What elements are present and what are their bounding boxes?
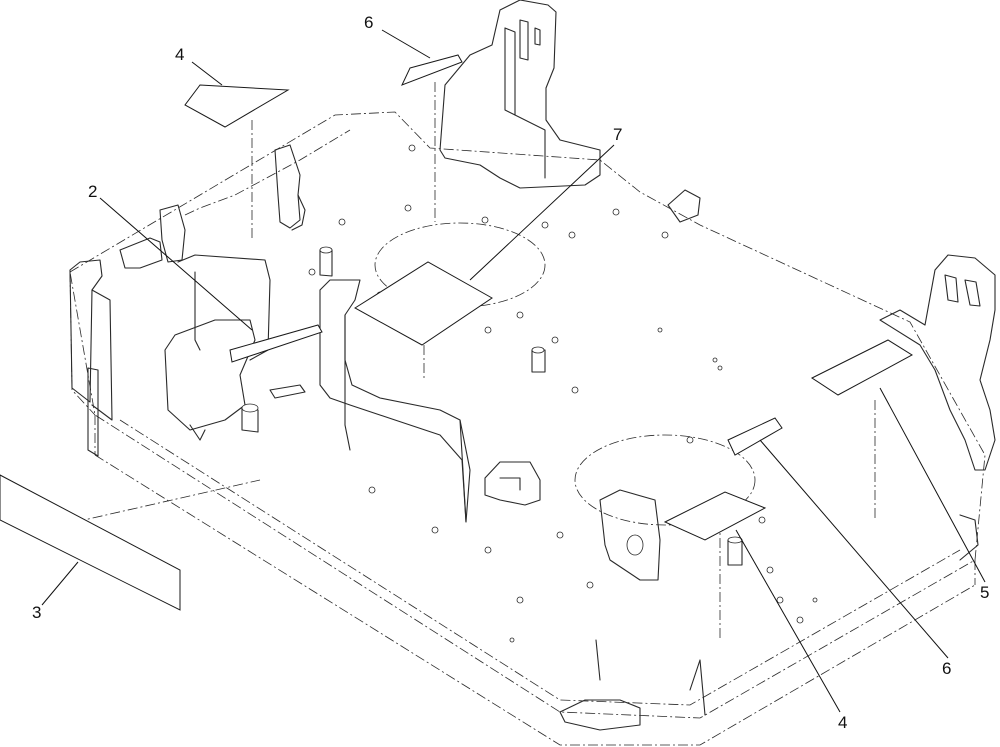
callout-3: 3: [32, 603, 41, 622]
callout-6-top: 6: [364, 13, 373, 32]
mower-deck-outline: [39, 111, 986, 746]
callout-5: 5: [980, 583, 989, 602]
decal-7-center: [354, 261, 493, 380]
deck-hardware: [69, 0, 996, 731]
decal-2-left: [229, 324, 323, 363]
callout-6-right: 6: [942, 659, 951, 678]
deck-mounting-holes: [308, 144, 818, 643]
callout-labels: 4 6 7 2 3 5 6 4: [32, 13, 989, 732]
decal-6-right: [727, 417, 783, 456]
decal-4-top-left: [184, 84, 290, 240]
callout-7: 7: [613, 125, 622, 144]
callout-4-top: 4: [175, 45, 184, 64]
callout-4-bottom: 4: [838, 713, 847, 732]
decal-6-top: [401, 54, 463, 222]
decal-4-bottom: [663, 491, 767, 541]
leader-lines: [41, 29, 986, 713]
decal-5-right: [810, 339, 913, 396]
decal-3-front: [0, 474, 181, 611]
callout-2: 2: [88, 182, 97, 201]
